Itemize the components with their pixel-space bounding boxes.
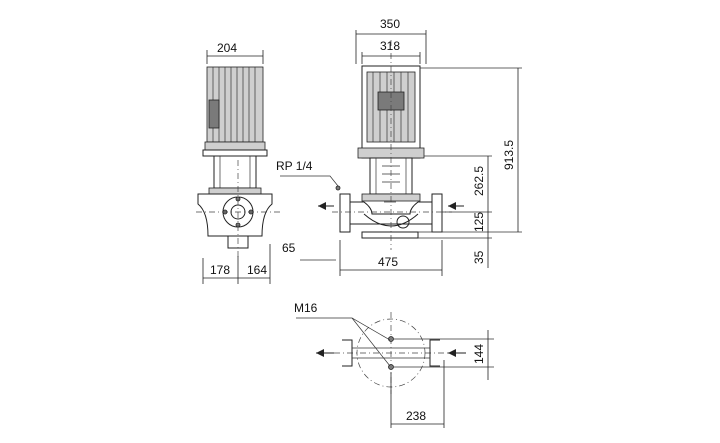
- dim-front-outer-width: 350: [380, 17, 400, 31]
- connection-label: RP 1/4: [276, 159, 313, 173]
- dim-left-width: 204: [217, 41, 237, 55]
- dim-front-inner-width: 318: [380, 39, 400, 53]
- dim-bolt-spacing-x: 238: [406, 409, 426, 423]
- dim-bolt-spacing-y: 144: [472, 344, 486, 364]
- side-view: [196, 50, 280, 284]
- dim-total-height: 913.5: [502, 140, 516, 170]
- dim-left-offset-a: 178: [210, 263, 230, 277]
- dim-base-height: 35: [472, 250, 486, 264]
- dim-motor-to-axis: 262.5: [472, 166, 486, 196]
- dim-port-to-port: 475: [378, 255, 398, 269]
- front-view: [280, 30, 522, 276]
- dim-axis-height: 125: [472, 212, 486, 232]
- bolt-label: M16: [294, 301, 318, 315]
- footprint-view: [296, 312, 494, 428]
- dim-left-offset-b: 164: [247, 263, 267, 277]
- dim-small: 65: [282, 241, 296, 255]
